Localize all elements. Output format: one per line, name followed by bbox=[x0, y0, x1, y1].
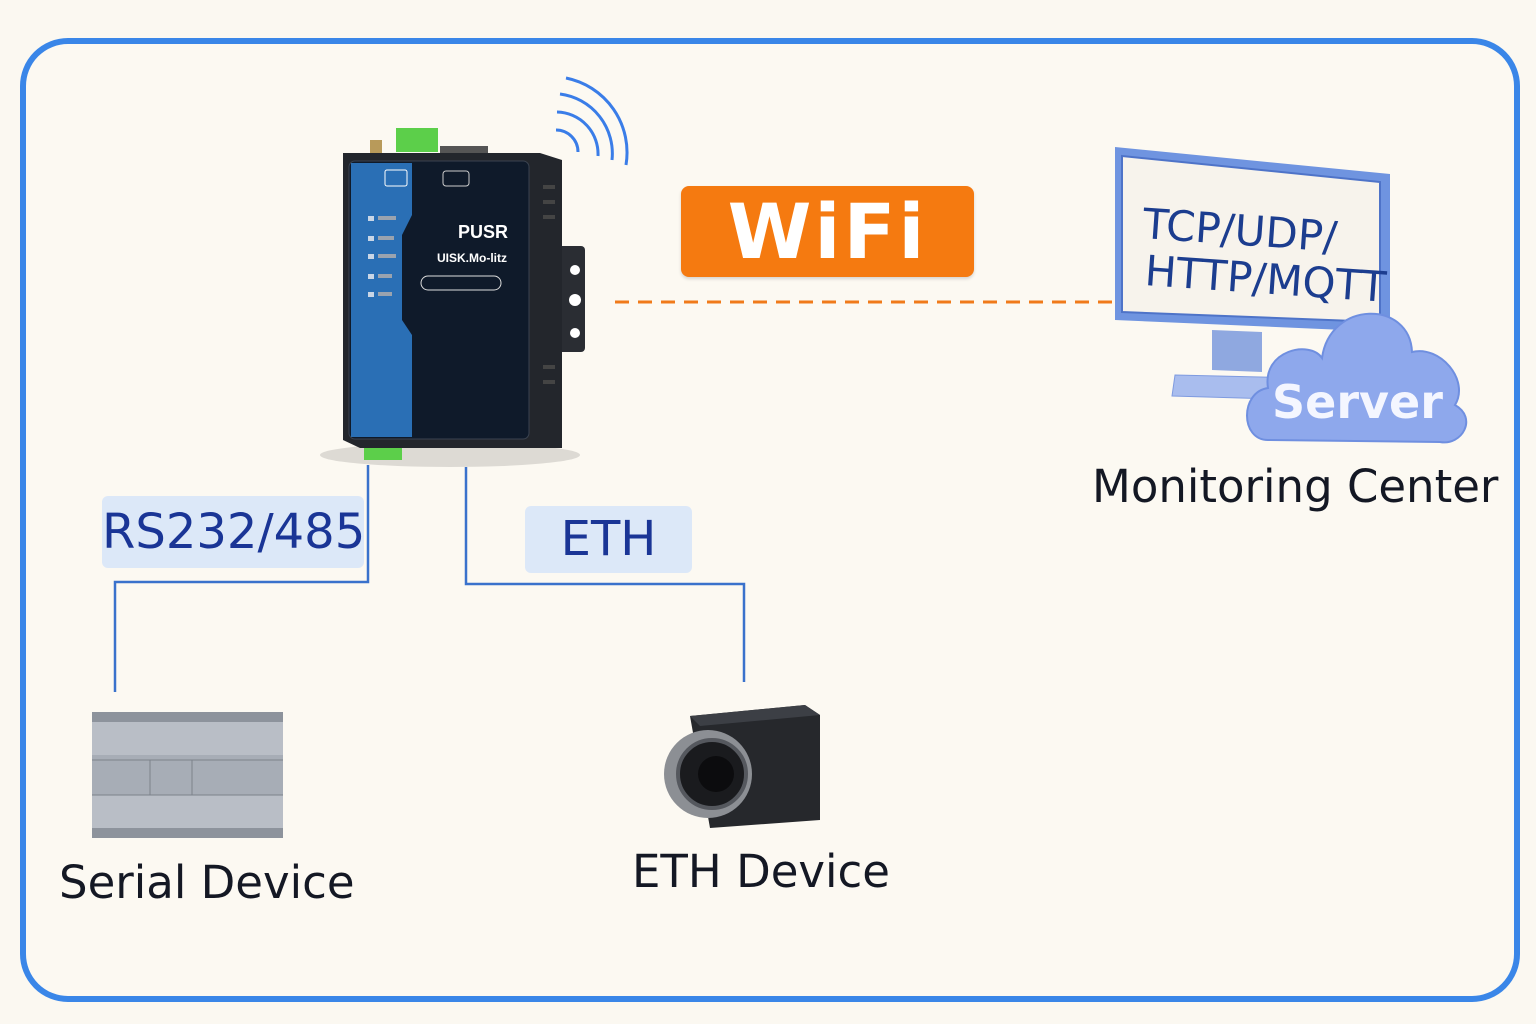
cloud-label: Server bbox=[1272, 375, 1443, 429]
wifi-signal-icon bbox=[555, 76, 629, 166]
eth-link-line bbox=[464, 467, 746, 682]
device-model-lettering: UISK.Mo-litz bbox=[437, 251, 507, 265]
wifi-serial-server-device: PUSR UISK.Mo-litz bbox=[320, 128, 585, 467]
monitoring-center-label: Monitoring Center bbox=[1092, 460, 1499, 513]
wifi-label: WiFi bbox=[681, 186, 974, 277]
serial-device-plc-image bbox=[92, 712, 283, 838]
serial-link-line bbox=[113, 465, 370, 692]
monitor-icon: TCP/UDP/ HTTP/MQTT bbox=[1115, 147, 1390, 401]
eth-device-label: ETH Device bbox=[632, 845, 890, 898]
eth-interface-tag: ETH bbox=[525, 506, 692, 573]
eth-device-camera-image bbox=[664, 705, 820, 828]
serial-interface-tag: RS232/485 bbox=[102, 496, 365, 568]
device-brand-logo: PUSR bbox=[458, 222, 508, 242]
serial-device-label: Serial Device bbox=[59, 856, 355, 909]
server-cloud-icon: Server bbox=[1246, 312, 1468, 444]
